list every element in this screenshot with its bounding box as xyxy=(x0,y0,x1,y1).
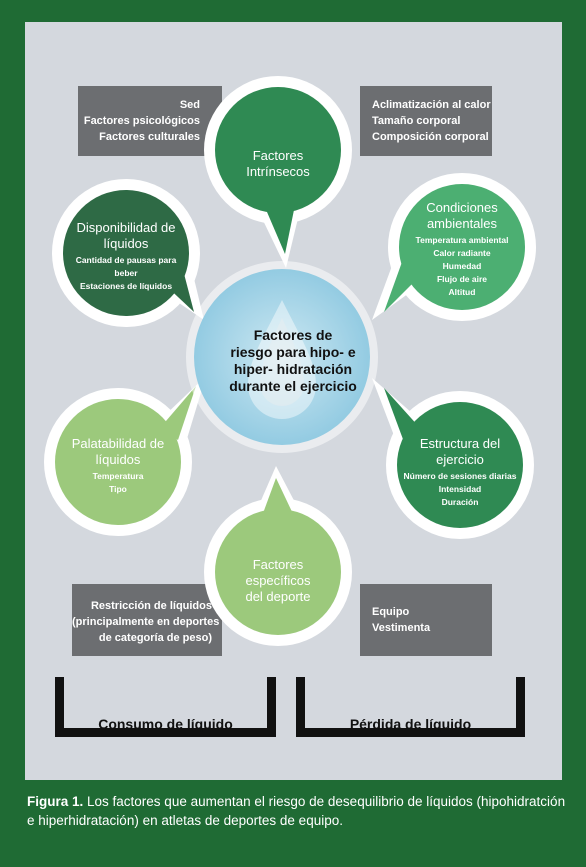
sport-left-item: Restricción de líquidos xyxy=(90,600,212,612)
intrinsic-left-item: Factores culturales xyxy=(99,131,200,143)
availability-item: Cantidad de pausas para beber xyxy=(75,255,177,278)
availability-bubble xyxy=(52,179,204,327)
palatability-title: líquidos xyxy=(95,452,141,467)
exercise-bubble-text: Estructura del ejercicio Número de sesio… xyxy=(400,436,520,509)
intrinsic-right-item: Aclimatización al calor xyxy=(372,99,491,111)
center-line: hiper- hidratación xyxy=(233,361,353,377)
intake-label: Consumo de líquido xyxy=(98,716,233,732)
sport-right-box: Equipo Vestimenta xyxy=(360,584,492,656)
environment-bubble xyxy=(372,173,536,321)
environment-item: Flujo de aire xyxy=(436,274,488,284)
palatability-title: Palatabilidad de xyxy=(71,436,165,451)
exercise-item: Número de sesiones diarias xyxy=(403,471,517,481)
intake-bracket xyxy=(55,677,276,737)
palatability-item: Temperatura xyxy=(92,471,144,481)
availability-title: líquidos xyxy=(103,236,149,251)
exercise-item: Duración xyxy=(441,497,479,507)
figure-caption: Figura 1. Los factores que aumentan el r… xyxy=(27,792,567,830)
center-line: durante el ejercicio xyxy=(229,378,357,394)
center-text: Factores de riesgo para hipo- e hiper- h… xyxy=(210,327,376,395)
palatability-item: Tipo xyxy=(109,484,127,494)
sport-title: Factores específicos xyxy=(245,557,311,588)
intrinsic-right-box: Aclimatización al calor Tamaño corporal … xyxy=(360,86,492,156)
exercise-title: Estructura del xyxy=(419,436,501,451)
sport-left-box: Restricción de líquidos (principalmente … xyxy=(72,584,222,656)
environment-title: Condiciones xyxy=(426,200,498,215)
environment-item: Calor radiante xyxy=(433,248,491,258)
sport-left-item: de categoría de peso) xyxy=(98,632,212,644)
environment-item: Humedad xyxy=(442,261,482,271)
loss-bracket xyxy=(296,677,525,737)
intrinsic-left-box: Sed Factores psicológicos Factores cultu… xyxy=(78,86,222,156)
sport-bubble xyxy=(204,466,352,646)
sport-title: del deporte xyxy=(245,589,311,604)
intrinsic-right-item: Tamaño corporal xyxy=(372,115,461,127)
environment-title: ambientales xyxy=(426,216,498,231)
intrinsic-bubble xyxy=(204,76,352,268)
loss-label: Pérdida de líquido xyxy=(349,716,472,732)
intrinsic-left-item: Factores psicológicos xyxy=(83,115,200,127)
exercise-bubble xyxy=(372,378,534,539)
intrinsic-bubble-text: Factores Intrínsecos xyxy=(222,148,334,180)
environment-bubble-text: Condiciones ambientales Temperatura ambi… xyxy=(402,200,522,299)
center-line: Factores de xyxy=(253,327,333,343)
intrinsic-left-item: Sed xyxy=(179,99,200,111)
sport-left-item: (principalmente en deportes xyxy=(72,616,220,628)
center-line: riesgo para hipo- e xyxy=(230,344,356,360)
sport-bubble-text: Factores específicos del deporte xyxy=(222,557,334,605)
availability-bubble-text: Disponibilidad de líquidos Cantidad de p… xyxy=(66,220,186,293)
intrinsic-title: Factores Intrínsecos xyxy=(246,148,310,179)
availability-item: Estaciones de líquidos xyxy=(79,281,173,291)
environment-item: Temperatura ambiental xyxy=(415,235,509,245)
center-circle xyxy=(186,261,378,453)
exercise-title: ejercicio xyxy=(436,452,484,467)
caption-label: Figura 1. xyxy=(27,794,84,809)
environment-item: Altitud xyxy=(448,287,476,297)
caption-text: Los factores que aumentan el riesgo de d… xyxy=(27,794,566,828)
availability-title: Disponibilidad de xyxy=(76,220,176,235)
palatability-bubble-text: Palatabilidad de líquidos Temperatura Ti… xyxy=(62,436,174,496)
sport-right-item: Equipo xyxy=(372,606,410,618)
intrinsic-right-item: Composición corporal xyxy=(372,131,489,143)
palatability-bubble xyxy=(44,376,206,536)
sport-right-item: Vestimenta xyxy=(372,622,431,634)
exercise-item: Intensidad xyxy=(438,484,482,494)
